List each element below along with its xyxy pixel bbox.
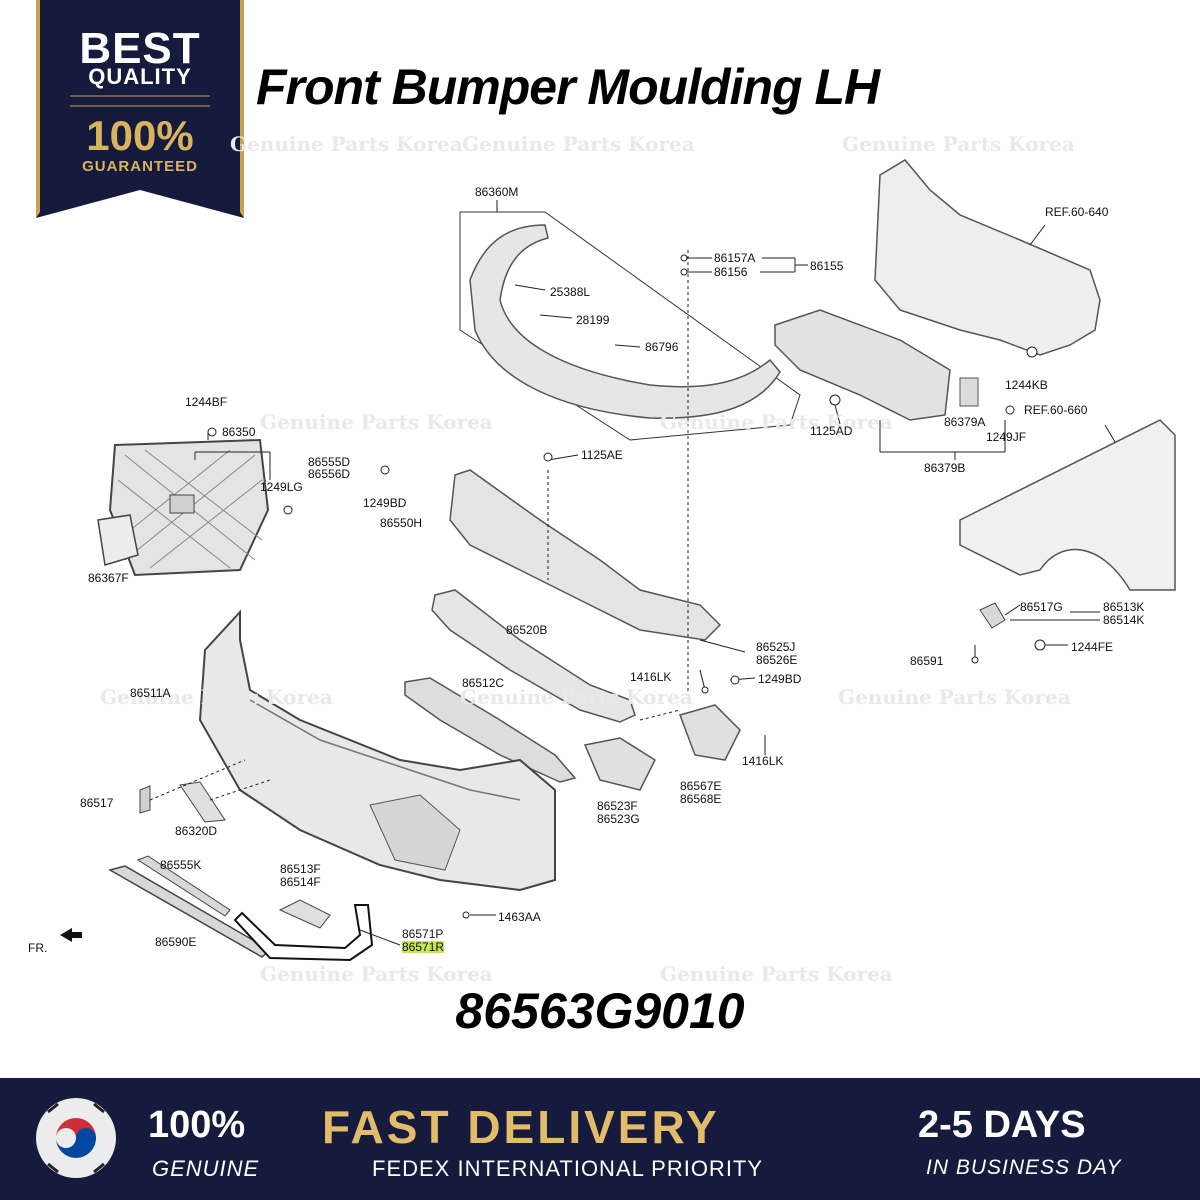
watermark: Genuine Parts Korea <box>660 962 893 986</box>
ref-label: REF.60-640 <box>1045 205 1109 219</box>
part-label: 86796 <box>645 340 679 354</box>
part-label: 1249LG <box>260 480 303 494</box>
part-label: 86523F <box>597 799 638 813</box>
part-label: 1416LK <box>630 670 672 684</box>
part-label: 86591 <box>910 654 944 668</box>
part-label: 1249JF <box>986 430 1027 444</box>
part-label: 86525J <box>756 640 796 654</box>
part-label: 1125AD <box>810 424 853 438</box>
part-label: 86555D <box>308 455 351 469</box>
badge-best: BEST <box>79 24 201 73</box>
part-label: 25388L <box>550 285 591 299</box>
genuine-label: GENUINE <box>152 1156 260 1181</box>
part-label: 1125AE <box>581 448 623 462</box>
part-label: 1416LK <box>742 754 784 768</box>
front-bumper-moulding-lh <box>233 904 374 962</box>
watermark: Genuine Parts Korea <box>260 962 493 986</box>
genuine-percent: 100% <box>148 1104 246 1146</box>
part-label: 86320D <box>175 824 218 838</box>
part-label: 86157A <box>714 251 756 265</box>
part-label: 86514F <box>280 875 321 889</box>
shipping-method: FEDEX INTERNATIONAL PRIORITY <box>372 1156 764 1181</box>
part-label: 86350 <box>222 425 256 439</box>
watermark: Genuine Parts Korea <box>230 132 463 156</box>
part-label: 86513K <box>1103 600 1145 614</box>
part-label: 86512C <box>462 676 505 690</box>
part-label: 86568E <box>680 792 722 806</box>
part-label: 86523G <box>597 812 640 826</box>
part-label: 86514K <box>1103 613 1145 627</box>
part-label: 1244BF <box>185 395 228 409</box>
part-label: 86155 <box>810 259 844 273</box>
delivery-days-label: IN BUSINESS DAY <box>926 1156 1122 1179</box>
footer-banner <box>0 1078 1200 1200</box>
fender <box>959 419 1176 591</box>
part-label: 86556D <box>308 467 351 481</box>
part-label: 86590E <box>155 935 197 949</box>
badge-guaranteed: GUARANTEED <box>82 158 198 175</box>
bumper-cover-86511A <box>198 609 556 892</box>
part-label: 86517 <box>80 796 114 810</box>
part-label: 1249BD <box>363 496 407 510</box>
fast-delivery-heading: FAST DELIVERY <box>322 1101 720 1153</box>
watermark: Genuine Parts Korea <box>660 410 893 434</box>
part-label: 86555K <box>160 858 202 872</box>
center-bracket <box>449 469 722 641</box>
watermark: Genuine Parts Korea <box>842 132 1075 156</box>
part-label: 86550H <box>380 516 423 530</box>
watermark: Genuine Parts Korea <box>260 410 493 434</box>
product-title: Front Bumper Moulding LH <box>256 59 880 115</box>
upper-cover-86360M <box>469 224 781 419</box>
part-label: 28199 <box>576 313 610 327</box>
part-number: 86563G9010 <box>455 983 745 1039</box>
part-label: 86520B <box>506 623 548 637</box>
radiator-support <box>874 159 1101 356</box>
watermark: Genuine Parts Korea <box>838 685 1071 709</box>
part-label: 86517G <box>1020 600 1063 614</box>
part-label: 86360M <box>475 185 519 199</box>
ref-label: REF.60-660 <box>1024 403 1088 417</box>
part-label: 1249BD <box>758 672 802 686</box>
part-label: 86379A <box>944 415 986 429</box>
part-label: 86571P <box>402 927 444 941</box>
highlighted-part-label: 86571R <box>402 940 445 954</box>
part-label: 1463AA <box>498 910 541 924</box>
part-label: 86367F <box>88 571 129 585</box>
part-label: 86156 <box>714 265 748 279</box>
front-direction-label: FR. <box>28 941 48 955</box>
badge-quality: QUALITY <box>88 64 192 89</box>
bracket-86520B <box>431 589 636 723</box>
bumper-absorber <box>774 309 951 421</box>
part-label: 1244KB <box>1005 378 1048 392</box>
part-label: 86379B <box>924 461 966 475</box>
part-label: 86526E <box>756 653 798 667</box>
part-label: 1244FE <box>1071 640 1114 654</box>
part-label: 86511A <box>130 686 171 700</box>
watermark: Genuine Parts Korea <box>462 132 695 156</box>
part-label: 86567E <box>680 779 722 793</box>
part-label: 86513F <box>280 862 321 876</box>
watermark: Genuine Parts Korea <box>460 685 693 709</box>
delivery-days: 2-5 DAYS <box>918 1104 1086 1146</box>
badge-percent: 100% <box>86 112 194 159</box>
quality-badge <box>36 0 244 218</box>
watermark: Genuine Parts Korea <box>100 685 333 709</box>
